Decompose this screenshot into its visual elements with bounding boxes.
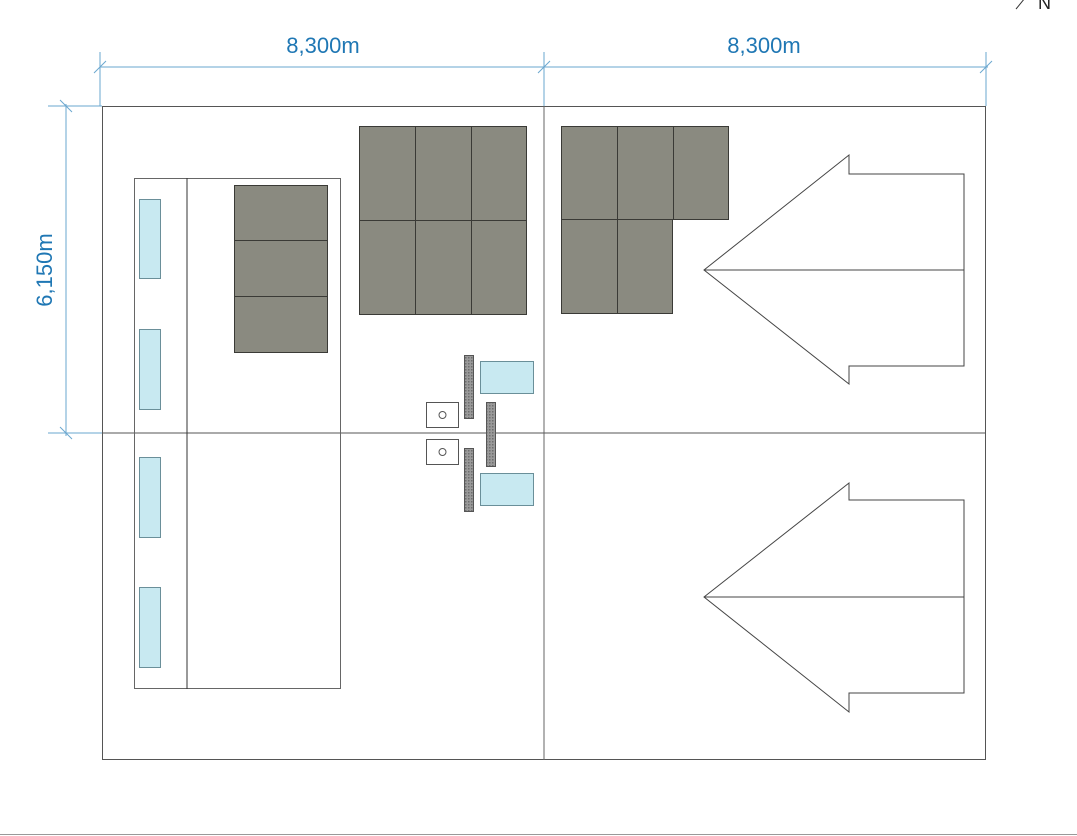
window-panel xyxy=(480,473,534,506)
north-arrow-icon xyxy=(1015,0,1025,10)
window-panel xyxy=(139,329,161,410)
left-tick-top xyxy=(59,99,73,113)
window-panel xyxy=(139,199,161,279)
solar-panel xyxy=(617,126,674,220)
solar-panel xyxy=(471,126,527,221)
dimension-top-left: 8,300m xyxy=(286,33,359,58)
solar-panel xyxy=(234,296,328,353)
building-outline xyxy=(134,178,341,689)
dimension-top-right: 8,300m xyxy=(727,33,800,58)
solar-panel xyxy=(359,126,416,221)
window-panel xyxy=(139,457,161,538)
outlet-icon xyxy=(438,448,447,456)
outlet-box xyxy=(426,402,459,428)
dimension-lines xyxy=(48,52,993,440)
window-panel xyxy=(480,361,534,394)
hatched-bar xyxy=(464,355,474,419)
dimension-left: 6,150m xyxy=(32,233,57,306)
top-tick-left xyxy=(93,60,107,74)
solar-panels-center xyxy=(359,126,527,315)
outlet-icon xyxy=(438,411,447,419)
hatched-bar xyxy=(464,448,474,512)
top-tick-right xyxy=(979,60,993,74)
window-panels-left xyxy=(139,199,161,668)
left-tick-bottom xyxy=(59,426,73,440)
solar-panel xyxy=(415,126,472,221)
outlet-box xyxy=(426,439,459,465)
solar-panel xyxy=(561,126,618,220)
center-equipment xyxy=(426,355,534,512)
solar-panel xyxy=(415,220,472,315)
solar-panel xyxy=(234,240,328,297)
top-tick-mid xyxy=(537,60,551,74)
solar-panel xyxy=(359,220,416,315)
solar-panels-right xyxy=(561,126,729,314)
hatched-bar xyxy=(486,402,496,467)
solar-panels-left xyxy=(234,185,328,353)
window-panel xyxy=(139,587,161,668)
solar-panel xyxy=(561,219,618,314)
solar-panel xyxy=(234,185,328,241)
solar-panel xyxy=(471,220,527,315)
arrows xyxy=(703,153,965,714)
north-label: N xyxy=(1038,0,1051,13)
solar-panel xyxy=(617,219,673,314)
solar-panel xyxy=(673,126,729,220)
